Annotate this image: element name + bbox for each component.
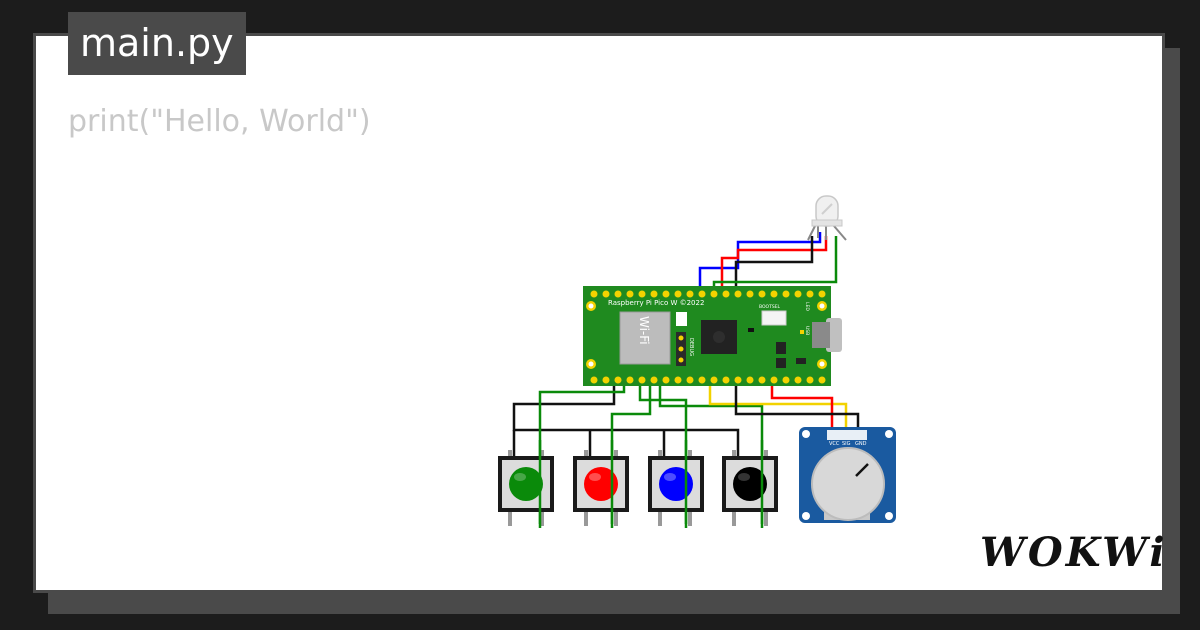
potentiometer[interactable]: VCC SIG GND <box>799 427 896 523</box>
board-label: Raspberry Pi Pico W ©2022 <box>608 299 704 307</box>
wire-green-led <box>712 236 838 293</box>
wifi-label: Wi-Fi <box>637 316 651 345</box>
button-cap-green <box>509 467 543 501</box>
header-bottom <box>590 376 826 384</box>
wire-black-gnd-btns <box>512 383 740 456</box>
code-line[interactable]: print("Hello, World") <box>68 104 371 139</box>
pushbutton-green[interactable] <box>498 450 554 526</box>
rgb-led[interactable] <box>807 195 847 241</box>
led-label: LED <box>804 302 810 311</box>
wire-red-led <box>720 236 828 293</box>
wifi-module <box>619 311 671 365</box>
pot-pin-vcc: VCC <box>829 441 840 447</box>
pot-pin-gnd: GND <box>855 441 867 447</box>
wire-yellow-pot <box>708 383 848 428</box>
usb-label: USB <box>804 326 810 335</box>
bootsel-button <box>761 310 787 326</box>
pushbutton-blue[interactable] <box>648 450 704 526</box>
wokwi-logo: WOKWi <box>980 529 1168 576</box>
button-cap-red <box>584 467 618 501</box>
wire-black-pot <box>734 383 860 428</box>
wire-black-led <box>734 236 814 293</box>
wires-overlay <box>538 440 764 528</box>
header-top <box>590 290 826 298</box>
wire-red-pot <box>770 383 834 428</box>
bootsel-label: BOOTSEL <box>759 304 781 310</box>
pot-pin-sig: SIG <box>842 441 851 447</box>
button-cap-black <box>733 467 767 501</box>
pushbutton-black[interactable] <box>722 450 778 526</box>
pot-knob-indicator <box>855 463 869 477</box>
pico-board[interactable]: Raspberry Pi Pico W ©2022 Wi-Fi DEBUG BO… <box>583 286 842 386</box>
pushbutton-red[interactable] <box>573 450 629 526</box>
file-tab[interactable]: main.py <box>68 12 246 75</box>
debug-label: DEBUG <box>688 338 694 356</box>
wokwi-logo-text: WOKWi <box>980 529 1168 576</box>
button-cap-blue <box>659 467 693 501</box>
